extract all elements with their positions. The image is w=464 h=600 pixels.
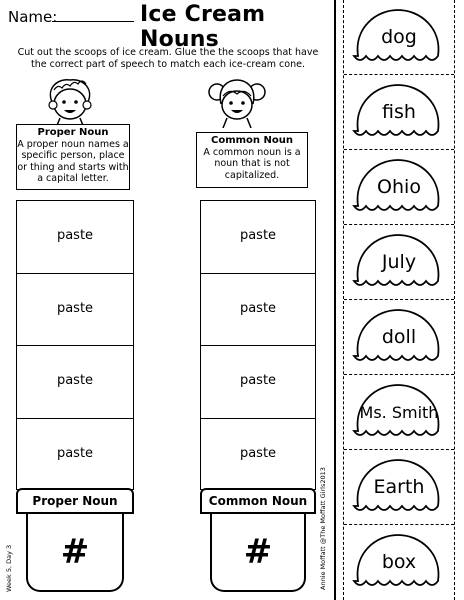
- proper-noun-definition: Proper Noun A proper noun names a specif…: [16, 124, 130, 190]
- common-noun-cone-symbol: #: [210, 514, 306, 592]
- paste-slot[interactable]: paste: [17, 201, 133, 274]
- scoop-shape: [352, 84, 440, 136]
- common-paste-column: paste paste paste paste: [200, 200, 316, 490]
- scoop-shape: [352, 9, 440, 61]
- proper-noun-heading: Proper Noun: [37, 127, 109, 138]
- instructions: Cut out the scoops of ice cream. Glue th…: [17, 47, 319, 70]
- scoop-card[interactable]: Ohio: [344, 150, 454, 225]
- scoop-card[interactable]: dog: [344, 0, 454, 75]
- author-credit: Annie Moffatt @The Moffatt Girls2013: [319, 467, 327, 590]
- scoop-word: Ms. Smith: [359, 403, 439, 422]
- proper-noun-cone-symbol: #: [26, 514, 124, 592]
- scoop-shape: [352, 309, 440, 361]
- scoop-shape: [352, 159, 440, 211]
- paste-slot[interactable]: paste: [201, 274, 315, 346]
- name-line: [52, 21, 134, 22]
- proper-paste-column: paste paste paste paste: [16, 200, 134, 490]
- common-noun-definition: Common Noun A common noun is a noun that…: [196, 132, 308, 188]
- scoop-card[interactable]: Ms. Smith: [344, 375, 454, 450]
- scoop-shape: [352, 534, 440, 586]
- name-label: Name:: [8, 8, 58, 26]
- scoop-word: dog: [381, 26, 417, 48]
- scoop-shape: [352, 234, 440, 286]
- scoop-card[interactable]: July: [344, 225, 454, 300]
- paste-slot[interactable]: paste: [239, 445, 277, 461]
- paste-slot[interactable]: paste: [17, 274, 133, 346]
- paste-slot[interactable]: paste: [56, 445, 94, 461]
- common-noun-heading: Common Noun: [211, 135, 293, 146]
- scoop-word: July: [381, 251, 417, 273]
- paste-slot[interactable]: paste: [17, 346, 133, 419]
- scoop-card[interactable]: box: [344, 525, 454, 600]
- girl-illustration: [208, 79, 266, 128]
- common-noun-cone-label: Common Noun: [200, 488, 316, 514]
- page-title: Ice Cream Nouns: [140, 2, 266, 52]
- scoop-word: Earth: [373, 476, 425, 498]
- paste-slot[interactable]: paste: [201, 346, 315, 419]
- scoop-card[interactable]: doll: [344, 300, 454, 375]
- common-noun-text: A common noun is a noun that is not capi…: [203, 146, 301, 181]
- paste-slot[interactable]: paste: [201, 201, 315, 274]
- proper-noun-cone-label: Proper Noun: [16, 488, 134, 514]
- boy-illustration: [48, 79, 92, 128]
- scoop-card[interactable]: Earth: [344, 450, 454, 525]
- scoop-word: box: [381, 551, 417, 573]
- scoop-word: fish: [382, 101, 416, 123]
- scoop-shape: [352, 384, 440, 436]
- cut-line-separator: [334, 0, 336, 600]
- scoop-word: Ohio: [377, 176, 421, 198]
- scoop-strip: dog fish Ohio July doll Ms. Smith Eart: [343, 0, 455, 600]
- scoop-word: doll: [381, 326, 417, 348]
- proper-noun-text: A proper noun names a specific person, p…: [17, 138, 129, 185]
- scoop-shape: [352, 459, 440, 511]
- scoop-card[interactable]: fish: [344, 75, 454, 150]
- week-credit: Week 5, Day 3: [5, 544, 13, 592]
